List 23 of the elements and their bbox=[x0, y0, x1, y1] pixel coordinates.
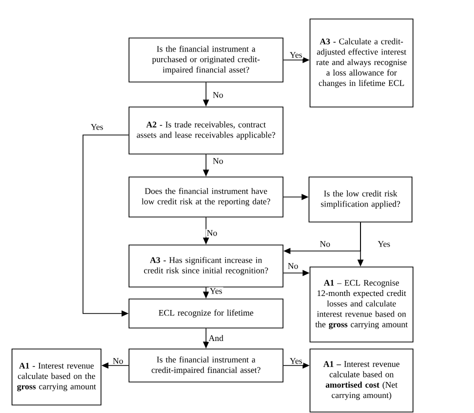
edge-label: No bbox=[318, 240, 332, 248]
edge-label: Yes bbox=[90, 123, 104, 131]
process-box: A2 - Is trade receivables, contract assets and lease receivables applicable? bbox=[128, 106, 284, 154]
edge-label: Yes bbox=[376, 240, 392, 248]
process-box: Is the financial instrument a purchased or originated credit-impaired financial asset? bbox=[128, 38, 284, 82]
process-box: Is the low credit risk simplification applied? bbox=[308, 176, 412, 222]
edge-label: No bbox=[206, 229, 218, 237]
edge-label: No bbox=[112, 357, 124, 365]
process-box: A1 – Interest revenue calculate based on amortised cost (Net carrying amount) bbox=[310, 348, 414, 412]
edge-label: Yes bbox=[288, 51, 304, 59]
process-box: Is the financial instrument a credit-impaired financial asset? bbox=[128, 348, 284, 382]
process-box: ECL recognize for lifetime bbox=[128, 298, 284, 328]
process-box: A1 - Interest revenue calculate based on the gross carrying amount bbox=[12, 348, 102, 406]
edge-label: No bbox=[286, 262, 300, 270]
process-box: Does the financial instrument have low credit risk at the reporting date? bbox=[128, 176, 284, 218]
process-box: A3 - Calculate a credit-adjusted effective interest rate and always recognise a loss allowance for changes in lifetime ECL bbox=[310, 18, 414, 108]
edge-label: And bbox=[208, 334, 224, 342]
edge-label: Yes bbox=[288, 357, 304, 365]
edge-label: No bbox=[212, 91, 224, 99]
process-box: A3 - Has significant increase in credit risk since initial recognition? bbox=[128, 244, 284, 288]
edge-label: Yes bbox=[208, 287, 224, 295]
process-box: A1 – ECL Recognise 12-month expected credit losses and calculate interest revenue based on the gross carrying amount bbox=[310, 266, 414, 342]
edge-label: No bbox=[212, 157, 224, 165]
